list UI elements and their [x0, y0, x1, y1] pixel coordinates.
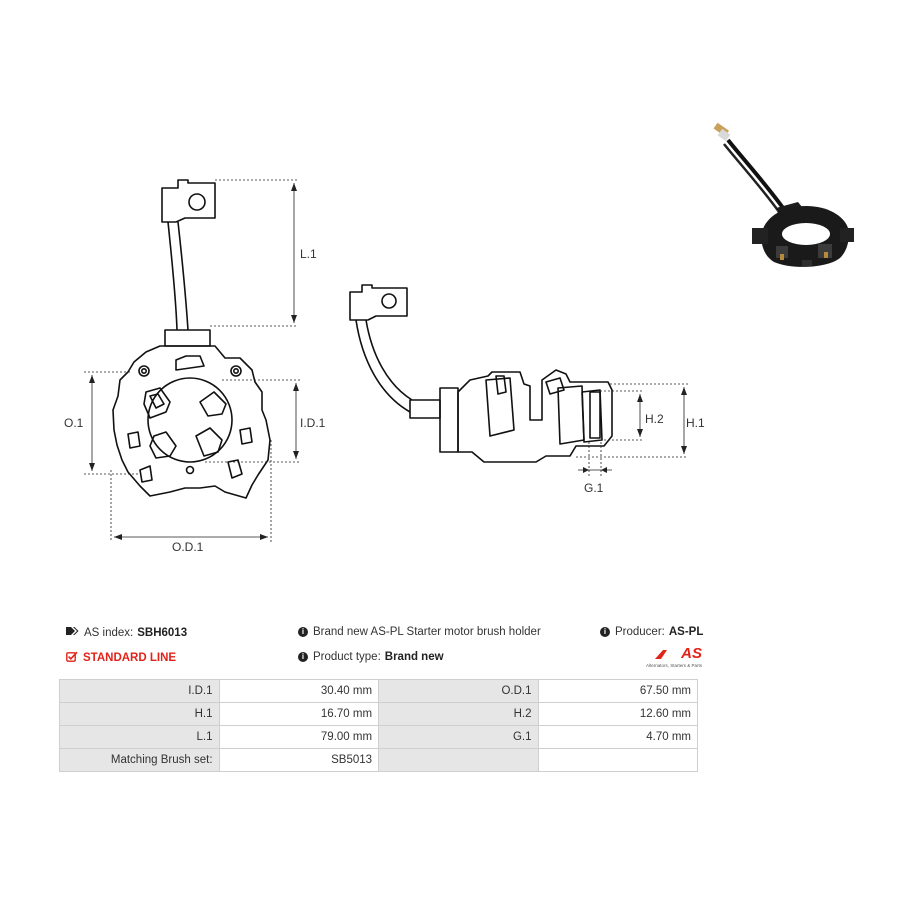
- front-wire-right: [177, 221, 189, 331]
- front-connector-block: [164, 329, 211, 347]
- side-connector: [439, 387, 459, 453]
- front-wire-left: [167, 221, 178, 331]
- logo-swoosh-icon: [654, 649, 667, 659]
- label-id1: I.D.1: [300, 416, 326, 430]
- as-index-value: SBH6013: [137, 626, 188, 639]
- standard-line: STANDARD LINE: [66, 651, 176, 665]
- spec-value: 4.70 mm: [537, 725, 699, 749]
- spec-label: H.2: [378, 702, 539, 726]
- spec-table: I.D.1 30.40 mm O.D.1 67.50 mm H.1 16.70 …: [59, 679, 699, 772]
- side-brush-box-1: [485, 377, 515, 437]
- as-index: AS index: SBH6013: [66, 626, 187, 639]
- table-row: L.1 79.00 mm G.1 4.70 mm: [59, 725, 699, 749]
- front-terminal-hole: [188, 193, 206, 211]
- front-brush-box-3: [195, 427, 223, 457]
- label-o1: O.1: [64, 416, 84, 430]
- info-icon: i: [600, 627, 610, 637]
- producer-value: AS-PL: [668, 626, 704, 638]
- spec-label: I.D.1: [59, 679, 220, 703]
- spec-value: 30.40 mm: [218, 679, 380, 703]
- front-outline: [112, 345, 271, 499]
- info-icon: i: [298, 627, 308, 637]
- side-wire-upper: [355, 319, 411, 413]
- label-h2: H.2: [645, 412, 664, 426]
- spec-label: Matching Brush set:: [59, 748, 220, 772]
- front-brush-box-4: [149, 431, 177, 459]
- checkbox-icon: [66, 651, 78, 665]
- spec-value: 16.70 mm: [218, 702, 380, 726]
- front-tab-2: [239, 427, 253, 445]
- description-text: Brand new AS-PL Starter motor brush hold…: [313, 626, 541, 638]
- tag-icon: [66, 626, 79, 639]
- standard-line-label: STANDARD LINE: [83, 652, 177, 664]
- side-wire-ferrule: [409, 399, 441, 419]
- label-h1: H.1: [686, 416, 705, 430]
- product-type-value: Brand new: [384, 651, 444, 663]
- product-type: i Product type: Brand new: [298, 651, 444, 663]
- spec-value: 12.60 mm: [537, 702, 699, 726]
- side-terminal-shape: [349, 284, 408, 321]
- spec-value: 79.00 mm: [218, 725, 380, 749]
- product-type-label: Product type:: [313, 651, 381, 663]
- table-row: I.D.1 30.40 mm O.D.1 67.50 mm: [59, 679, 699, 703]
- label-g1: G.1: [584, 481, 604, 495]
- side-outline: [457, 369, 613, 463]
- front-hole-right: [230, 365, 242, 377]
- technical-drawing: L.1 O.1 I.D.1 O.D.1 H.2: [64, 179, 705, 554]
- logo-subtext: Alternators, Starters & Parts: [645, 663, 702, 668]
- label-od1: O.D.1: [172, 540, 204, 554]
- product-photo: [713, 122, 854, 267]
- table-row: Matching Brush set: SB5013: [59, 748, 699, 772]
- logo-text: AS: [681, 645, 702, 662]
- spec-label: H.1: [59, 702, 220, 726]
- spec-value: [537, 748, 699, 772]
- label-l1: L.1: [300, 247, 317, 261]
- spec-label: G.1: [378, 725, 539, 749]
- as-logo: AS Alternators, Starters & Parts: [636, 645, 702, 668]
- front-hole-left: [138, 365, 150, 377]
- spec-label: O.D.1: [378, 679, 539, 703]
- description: i Brand new AS-PL Starter motor brush ho…: [298, 626, 541, 638]
- front-hole-bottom: [185, 465, 195, 475]
- table-row: H.1 16.70 mm H.2 12.60 mm: [59, 702, 699, 726]
- front-inner-ring: [147, 377, 233, 463]
- front-brush-box-2: [199, 391, 227, 417]
- as-index-label: AS index:: [84, 626, 134, 639]
- side-brush-box-2: [557, 385, 585, 445]
- front-tab-1: [127, 431, 141, 449]
- side-brush-box-3: [581, 389, 603, 443]
- front-brush-box-1: [143, 387, 171, 419]
- front-terminal-shape: [161, 179, 216, 223]
- side-terminal-hole: [381, 293, 397, 309]
- spec-value: 67.50 mm: [537, 679, 699, 703]
- info-icon: i: [298, 652, 308, 662]
- spec-label: [378, 748, 539, 772]
- producer: i Producer: AS-PL: [600, 626, 703, 638]
- producer-label: Producer:: [615, 626, 665, 638]
- spec-label: L.1: [59, 725, 220, 749]
- spec-value: SB5013: [218, 748, 380, 772]
